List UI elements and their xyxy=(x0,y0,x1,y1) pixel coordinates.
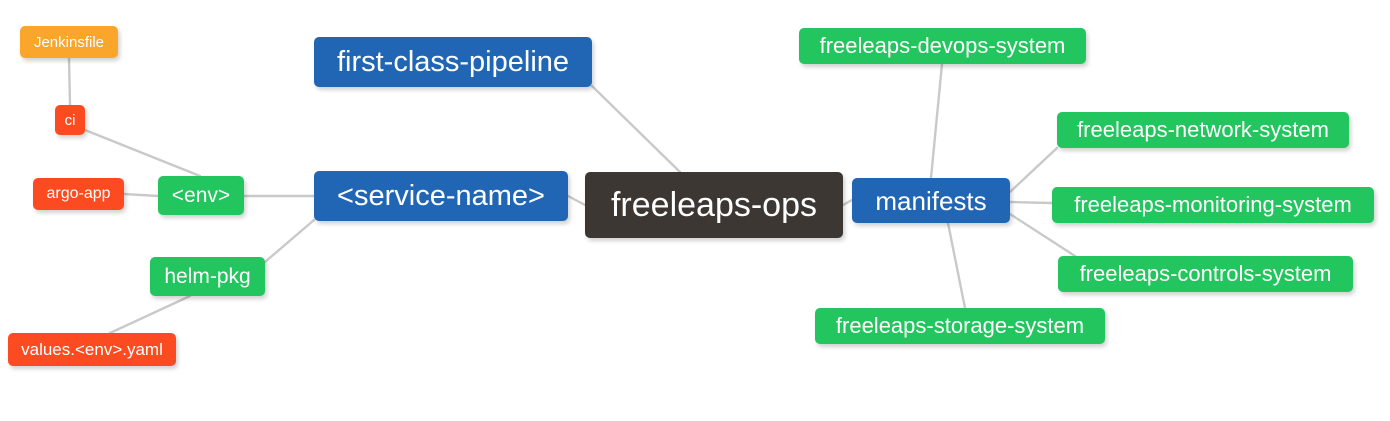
mindmap-node-label-network: freeleaps-network-system xyxy=(1077,117,1329,142)
mindmap-node-label-env: <env> xyxy=(171,184,231,207)
mindmap-node-jenkins[interactable]: Jenkinsfile xyxy=(20,26,118,58)
mindmap-node-label-values: values.<env>.yaml xyxy=(21,340,163,359)
mindmap-node-service[interactable]: <service-name> xyxy=(314,171,568,221)
mindmap-node-argo[interactable]: argo-app xyxy=(33,178,124,210)
mindmap-node-controls[interactable]: freeleaps-controls-system xyxy=(1058,256,1353,292)
mindmap-node-monitoring[interactable]: freeleaps-monitoring-system xyxy=(1052,187,1374,223)
edge-root-to-service xyxy=(566,194,587,207)
mindmap-node-ci[interactable]: ci xyxy=(55,105,85,135)
edge-manifests-to-monitoring xyxy=(1008,200,1054,205)
mindmap-node-label-manifests: manifests xyxy=(875,185,987,216)
mindmap-node-label-root: freeleaps-ops xyxy=(610,186,817,224)
edge-helm-to-values xyxy=(108,294,192,335)
edge-manifests-to-storage xyxy=(946,221,967,310)
mindmap-node-label-service: <service-name> xyxy=(337,179,545,212)
mindmap-node-label-ci: ci xyxy=(64,111,76,129)
mindmap-node-label-devops: freeleaps-devops-system xyxy=(819,33,1066,58)
edge-root-to-pipeline xyxy=(590,84,682,174)
mindmap-node-env[interactable]: <env> xyxy=(158,176,244,215)
mindmap-node-label-monitoring: freeleaps-monitoring-system xyxy=(1074,192,1352,217)
mindmap-node-label-storage: freeleaps-storage-system xyxy=(835,313,1085,338)
edge-ci-to-jenkins xyxy=(67,56,72,107)
edge-manifests-to-network xyxy=(1008,146,1059,194)
mindmap-node-label-pipeline: first-class-pipeline xyxy=(336,45,570,78)
edge-env-to-ci xyxy=(83,128,202,178)
mindmap-node-helm[interactable]: helm-pkg xyxy=(150,257,265,296)
mindmap-node-manifests[interactable]: manifests xyxy=(852,178,1010,223)
mindmap-node-root[interactable]: freeleaps-ops xyxy=(585,172,843,238)
edge-service-to-helm xyxy=(263,218,316,264)
edge-env-to-argo xyxy=(122,192,160,198)
mindmap-node-label-controls: freeleaps-controls-system xyxy=(1079,261,1332,286)
mindmap-node-network[interactable]: freeleaps-network-system xyxy=(1057,112,1349,148)
mindmap-node-label-helm: helm-pkg xyxy=(164,265,251,288)
mindmap-node-devops[interactable]: freeleaps-devops-system xyxy=(799,28,1086,64)
mindmap-node-pipeline[interactable]: first-class-pipeline xyxy=(314,37,592,87)
mindmap-node-label-argo: argo-app xyxy=(46,185,111,202)
edge-root-to-manifests xyxy=(841,198,854,207)
mindmap-node-values[interactable]: values.<env>.yaml xyxy=(8,333,176,366)
mindmap-node-storage[interactable]: freeleaps-storage-system xyxy=(815,308,1105,344)
mindmap-node-label-jenkins: Jenkinsfile xyxy=(33,33,105,51)
edge-manifests-to-devops xyxy=(929,62,944,180)
